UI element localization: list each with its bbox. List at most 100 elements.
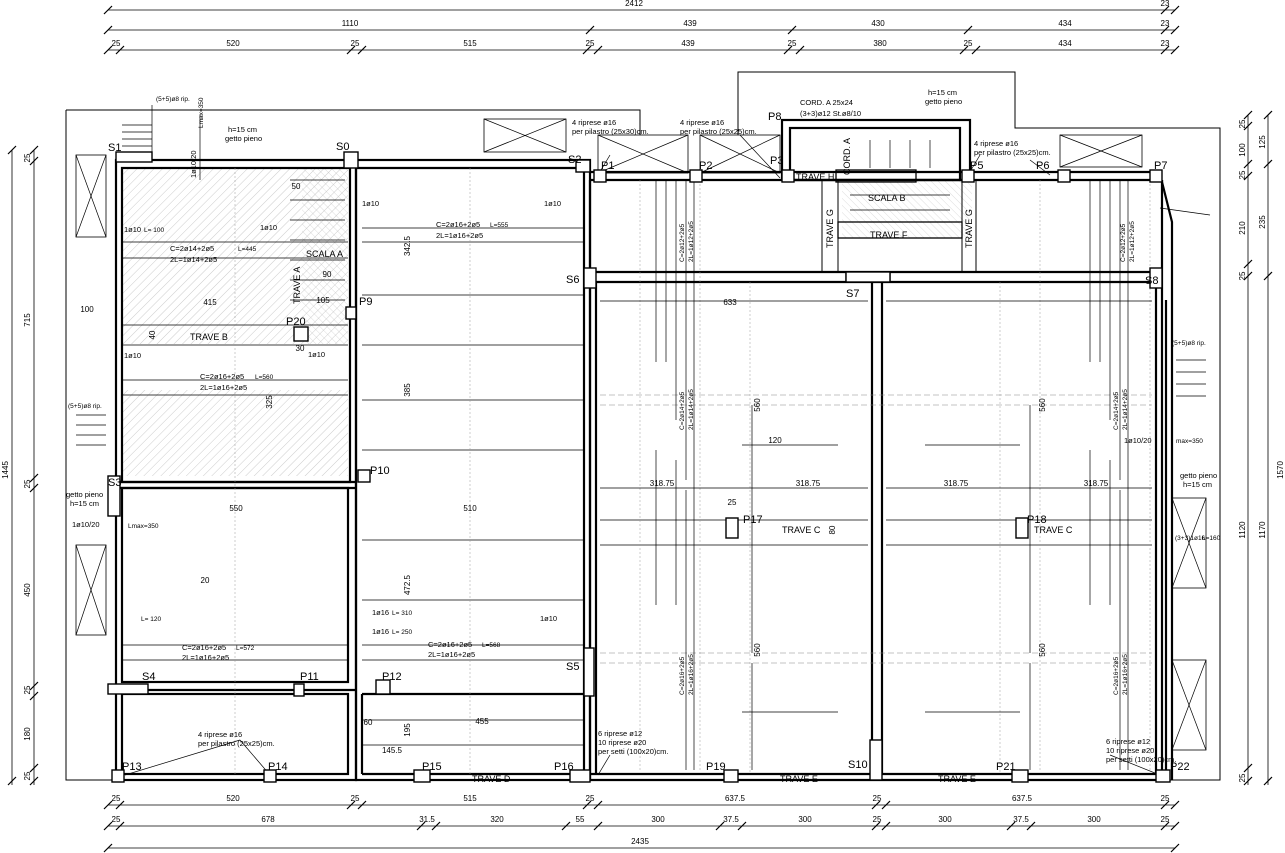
note: 6 riprese ø12	[598, 729, 642, 738]
dim-top-total: 2412	[625, 0, 643, 8]
dim: 105	[316, 296, 330, 305]
dim: 25	[873, 815, 882, 824]
dim: 180	[23, 727, 32, 741]
column-label: P8	[768, 111, 781, 123]
rebar-label: 2L=1ø14+2ø5	[170, 255, 217, 264]
dim: 25	[351, 794, 360, 803]
rebar-label: L= 120	[141, 616, 161, 623]
dim: 25	[112, 39, 121, 48]
dim: 472.5	[403, 574, 412, 595]
note: 4 riprese ø16	[572, 118, 616, 127]
top-dimensions: 2412 23 1110 439 430 434 23	[103, 0, 1180, 55]
dim: 1120	[1238, 521, 1247, 539]
dim: 1445	[1, 461, 10, 479]
note: per pilastro (25x25)cm.	[974, 148, 1051, 157]
note: per pilastro (25x25)cm.	[198, 739, 275, 748]
dim: 560	[753, 398, 762, 412]
dim: 55	[576, 815, 585, 824]
rebar-label: L= 310	[392, 610, 412, 617]
note: max=350	[1176, 438, 1203, 445]
bottom-dimensions: 25 520 25 515 25 637.5 25 637.5 25 25 67…	[103, 794, 1180, 853]
column-label: P11	[300, 671, 319, 683]
column-label: P12	[382, 671, 402, 683]
dim: 415	[203, 298, 217, 307]
dim: 60	[364, 718, 373, 727]
column-label: P16	[554, 761, 574, 773]
dim: 30	[296, 344, 305, 353]
column-label: S7	[846, 288, 859, 300]
dim: 25	[586, 794, 595, 803]
dim: 80	[828, 525, 837, 534]
dim: 40	[148, 330, 157, 339]
dim: 678	[261, 815, 275, 824]
dim: 637.5	[725, 794, 746, 803]
dim: 342.5	[403, 235, 412, 256]
dim: 25	[873, 794, 882, 803]
rebar-label: 1ø10	[124, 225, 141, 234]
column-label: S4	[142, 671, 155, 683]
rebar-label: C=2ø14+2ø5	[1113, 391, 1120, 430]
column-label: P14	[268, 761, 288, 773]
rebar-label: C=2ø14+2ø5	[170, 244, 214, 253]
note: L=160	[1202, 535, 1221, 542]
dim: 385	[403, 383, 412, 397]
beam-label: TRAVE C	[782, 525, 821, 535]
rebar-label: C=2ø16+2ø5	[679, 656, 686, 695]
rebar-label: 1ø10	[362, 199, 379, 208]
note: (5+5)ø8 rip.	[1172, 340, 1206, 347]
rebar-label: 1ø10/20	[72, 520, 100, 529]
rebar-label: 2L=1ø14+2ø5	[688, 389, 695, 430]
rebar-label: 1ø10	[124, 351, 141, 360]
inner-dimensions: 633 550 510 415 385 342.5 472.5 325 455 …	[80, 182, 1108, 755]
dim: 318.75	[944, 479, 969, 488]
rebar-label: C=2ø16+2ø5	[1113, 656, 1120, 695]
beam-label: TRAVE H	[796, 172, 834, 182]
dim: 37.5	[1013, 815, 1029, 824]
stair-label: SCALA A	[306, 249, 343, 259]
dim: 550	[229, 504, 243, 513]
rebar-lines	[76, 105, 1211, 776]
dim: 318.75	[796, 479, 821, 488]
dim: 37.5	[723, 815, 739, 824]
dim: 520	[226, 794, 240, 803]
dim: 25	[1238, 119, 1247, 128]
note: getto pieno	[1180, 471, 1217, 480]
rebar-label: 1ø16	[372, 627, 389, 636]
dim: 20	[201, 576, 210, 585]
dim: 145.5	[382, 746, 403, 755]
rebar-label: L=568	[482, 642, 501, 649]
column-label: P10	[370, 465, 390, 477]
dim: 1170	[1258, 521, 1267, 539]
note: 10 riprese ø20	[1106, 746, 1154, 755]
dim: 300	[798, 815, 812, 824]
dim: 25	[1238, 773, 1247, 782]
rebar-label: C=2ø12+2ø5	[679, 223, 686, 262]
dim: 25	[1238, 271, 1247, 280]
dim: 320	[490, 815, 504, 824]
note: Lmax=350	[198, 97, 205, 128]
dim-top-23b: 23	[1161, 19, 1170, 28]
dim: 25	[728, 498, 737, 507]
note: h=15 cm	[228, 125, 257, 134]
dim: 515	[463, 794, 477, 803]
column-label: P13	[122, 761, 142, 773]
rebar-label: C=2ø16+2ø5	[436, 220, 480, 229]
beam-label: TRAVE E	[938, 774, 976, 784]
rebar-label: 2L=1ø16+2ø5	[182, 653, 229, 662]
dim: 25	[788, 39, 797, 48]
note: per setti (100x20)cm.	[1106, 755, 1176, 764]
rebar-label: C=2ø12+2ø5	[1120, 223, 1127, 262]
dim: 25	[1161, 794, 1170, 803]
column-label: P19	[706, 761, 726, 773]
note: Lmax=350	[128, 523, 159, 530]
dim: 25	[112, 794, 121, 803]
dim: 195	[403, 723, 412, 737]
column-label: S3	[108, 477, 121, 489]
dim: 235	[1258, 215, 1267, 229]
dim: 434	[1058, 39, 1072, 48]
beam-label: TRAVE F	[870, 230, 908, 240]
dim: 318.75	[650, 479, 675, 488]
note: (3+3)1ø16	[1175, 535, 1206, 542]
dim: 120	[768, 436, 782, 445]
beam-label: TRAVE G	[825, 209, 835, 248]
